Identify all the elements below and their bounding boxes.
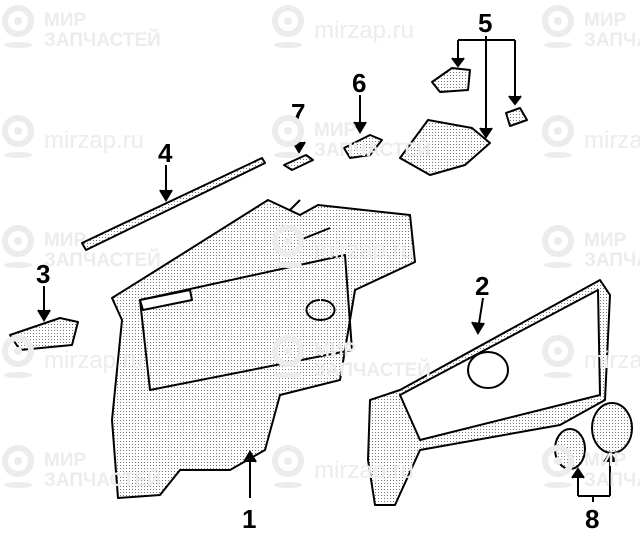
- part-6-bracket: [343, 134, 383, 159]
- callout-1: 1: [242, 504, 256, 534]
- part-4-molding-strip: [81, 157, 266, 251]
- part-5-cover-large: [399, 119, 491, 176]
- part-8-speaker-grille-small: [554, 428, 586, 470]
- part-1-quarter-trim-panel: [111, 199, 416, 499]
- callout-5: 5: [478, 8, 492, 38]
- part-7-clip: [283, 154, 314, 171]
- callout-2: 2: [475, 271, 489, 301]
- part-3-handle-bezel: [9, 317, 79, 351]
- callout-6: 6: [352, 68, 366, 98]
- callout-7: 7: [291, 98, 305, 128]
- callout-4: 4: [158, 138, 173, 168]
- callout-8: 8: [585, 504, 599, 534]
- callout-3: 3: [36, 259, 50, 289]
- part-5-cover-small: [431, 67, 471, 93]
- part-5-clip: [505, 107, 528, 127]
- part-8-speaker-grille-large: [591, 402, 633, 454]
